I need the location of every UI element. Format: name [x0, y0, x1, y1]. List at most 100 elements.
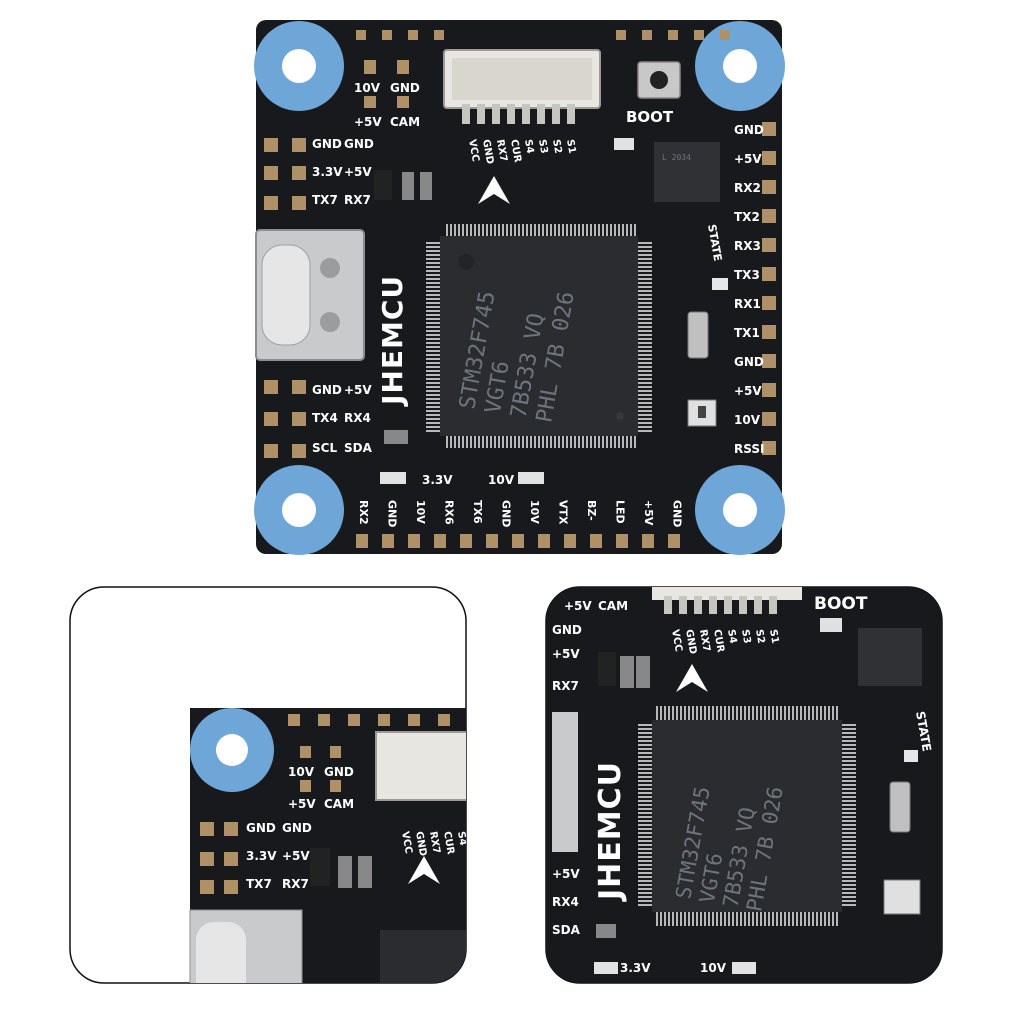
header-label: CUR: [441, 831, 456, 856]
pad-label: GND: [500, 500, 513, 527]
pad-label: RX1: [734, 297, 761, 311]
pad-label: GND: [344, 137, 374, 151]
pad: [264, 166, 278, 180]
pad-label: RX6: [443, 500, 456, 525]
mounting-hole-bottom-right: [695, 465, 785, 555]
pad: [292, 166, 306, 180]
header-label: RX7: [697, 629, 712, 653]
header-label: RX7: [494, 139, 509, 163]
pad: [668, 534, 680, 548]
jst-pin: [552, 104, 560, 124]
pad-label: RX4: [552, 895, 579, 909]
pad-label: CAM: [598, 599, 628, 613]
pad: [330, 746, 341, 758]
pad: [434, 30, 444, 40]
jst-pin: [694, 596, 702, 614]
baro-sensor: [687, 399, 717, 427]
pad: [348, 714, 360, 726]
pad: [300, 746, 311, 758]
pad: [762, 267, 776, 281]
pad-label: TX7: [312, 193, 338, 207]
jst-pin: [679, 596, 687, 614]
jst-pin: [507, 104, 515, 124]
header-label: CUR: [711, 629, 726, 654]
pad-label: BZ-: [585, 500, 598, 521]
pad: [292, 444, 306, 458]
mounting-hole-top-right: [695, 21, 785, 111]
pad: [264, 444, 278, 458]
pad: [264, 196, 278, 210]
pad: [438, 714, 450, 726]
pad: [300, 780, 311, 792]
pad-label: RX7: [344, 193, 371, 207]
pad-label: +5V: [344, 165, 372, 179]
header-label: S4: [455, 831, 468, 847]
pad-label: GND: [552, 623, 582, 637]
pad: [356, 30, 366, 40]
state-led: [712, 278, 728, 290]
header-label: VCC: [399, 831, 414, 855]
jst-pin: [462, 104, 470, 124]
pad: [538, 534, 550, 548]
pad-label: GND: [246, 821, 276, 835]
header-label: S2: [550, 139, 563, 155]
pad: [616, 534, 628, 548]
pad-label: 10V: [288, 765, 315, 779]
jst-pin: [739, 596, 747, 614]
pad-label: +5V: [288, 797, 316, 811]
pad-label: 3.3V: [246, 849, 277, 863]
pad-label: RX2: [357, 500, 370, 525]
pad-label: +5V: [734, 384, 762, 398]
pad-label: GND: [734, 123, 764, 137]
mounting-hole-bottom-left: [254, 465, 344, 555]
pad-label: GND: [734, 355, 764, 369]
pad: [200, 852, 214, 866]
mounting-hole-top-left: [254, 21, 344, 111]
pad-label: RX4: [344, 411, 371, 425]
header-label: VCC: [669, 629, 684, 653]
pad: [408, 30, 418, 40]
pad-label: TX6: [471, 500, 484, 524]
capacitors: [374, 138, 634, 484]
zoom-right-state-label: STATE: [913, 710, 934, 752]
boot-button: [637, 61, 681, 99]
pad: [200, 880, 214, 894]
pad-label: CAM: [390, 115, 420, 129]
pad-label: TX7: [246, 877, 272, 891]
pad-label: RSSI: [734, 442, 764, 456]
pad: [668, 30, 678, 40]
pad: [264, 380, 278, 394]
pad: [292, 138, 306, 152]
pad: [224, 880, 238, 894]
pad-label: +5V: [564, 599, 592, 613]
pad: [720, 30, 730, 40]
pad-label: 10V: [488, 473, 515, 487]
pad: [762, 296, 776, 310]
pad: [512, 534, 524, 548]
crystal: [687, 311, 709, 359]
pad: [564, 534, 576, 548]
pad: [762, 354, 776, 368]
pad: [382, 534, 394, 548]
header-label: GND: [413, 831, 428, 857]
header-label: S2: [753, 629, 766, 645]
jst-pin: [522, 104, 530, 124]
pad: [762, 209, 776, 223]
pad-label: GND: [390, 81, 420, 95]
jst-pin: [709, 596, 717, 614]
pad-label: GND: [671, 500, 684, 527]
pad-label: RX7: [282, 877, 309, 891]
pad-label: +5V: [282, 849, 310, 863]
pad: [224, 852, 238, 866]
pad: [762, 325, 776, 339]
pad: [288, 714, 300, 726]
header-label: S1: [767, 629, 780, 645]
pad: [330, 780, 341, 792]
pad: [318, 714, 330, 726]
